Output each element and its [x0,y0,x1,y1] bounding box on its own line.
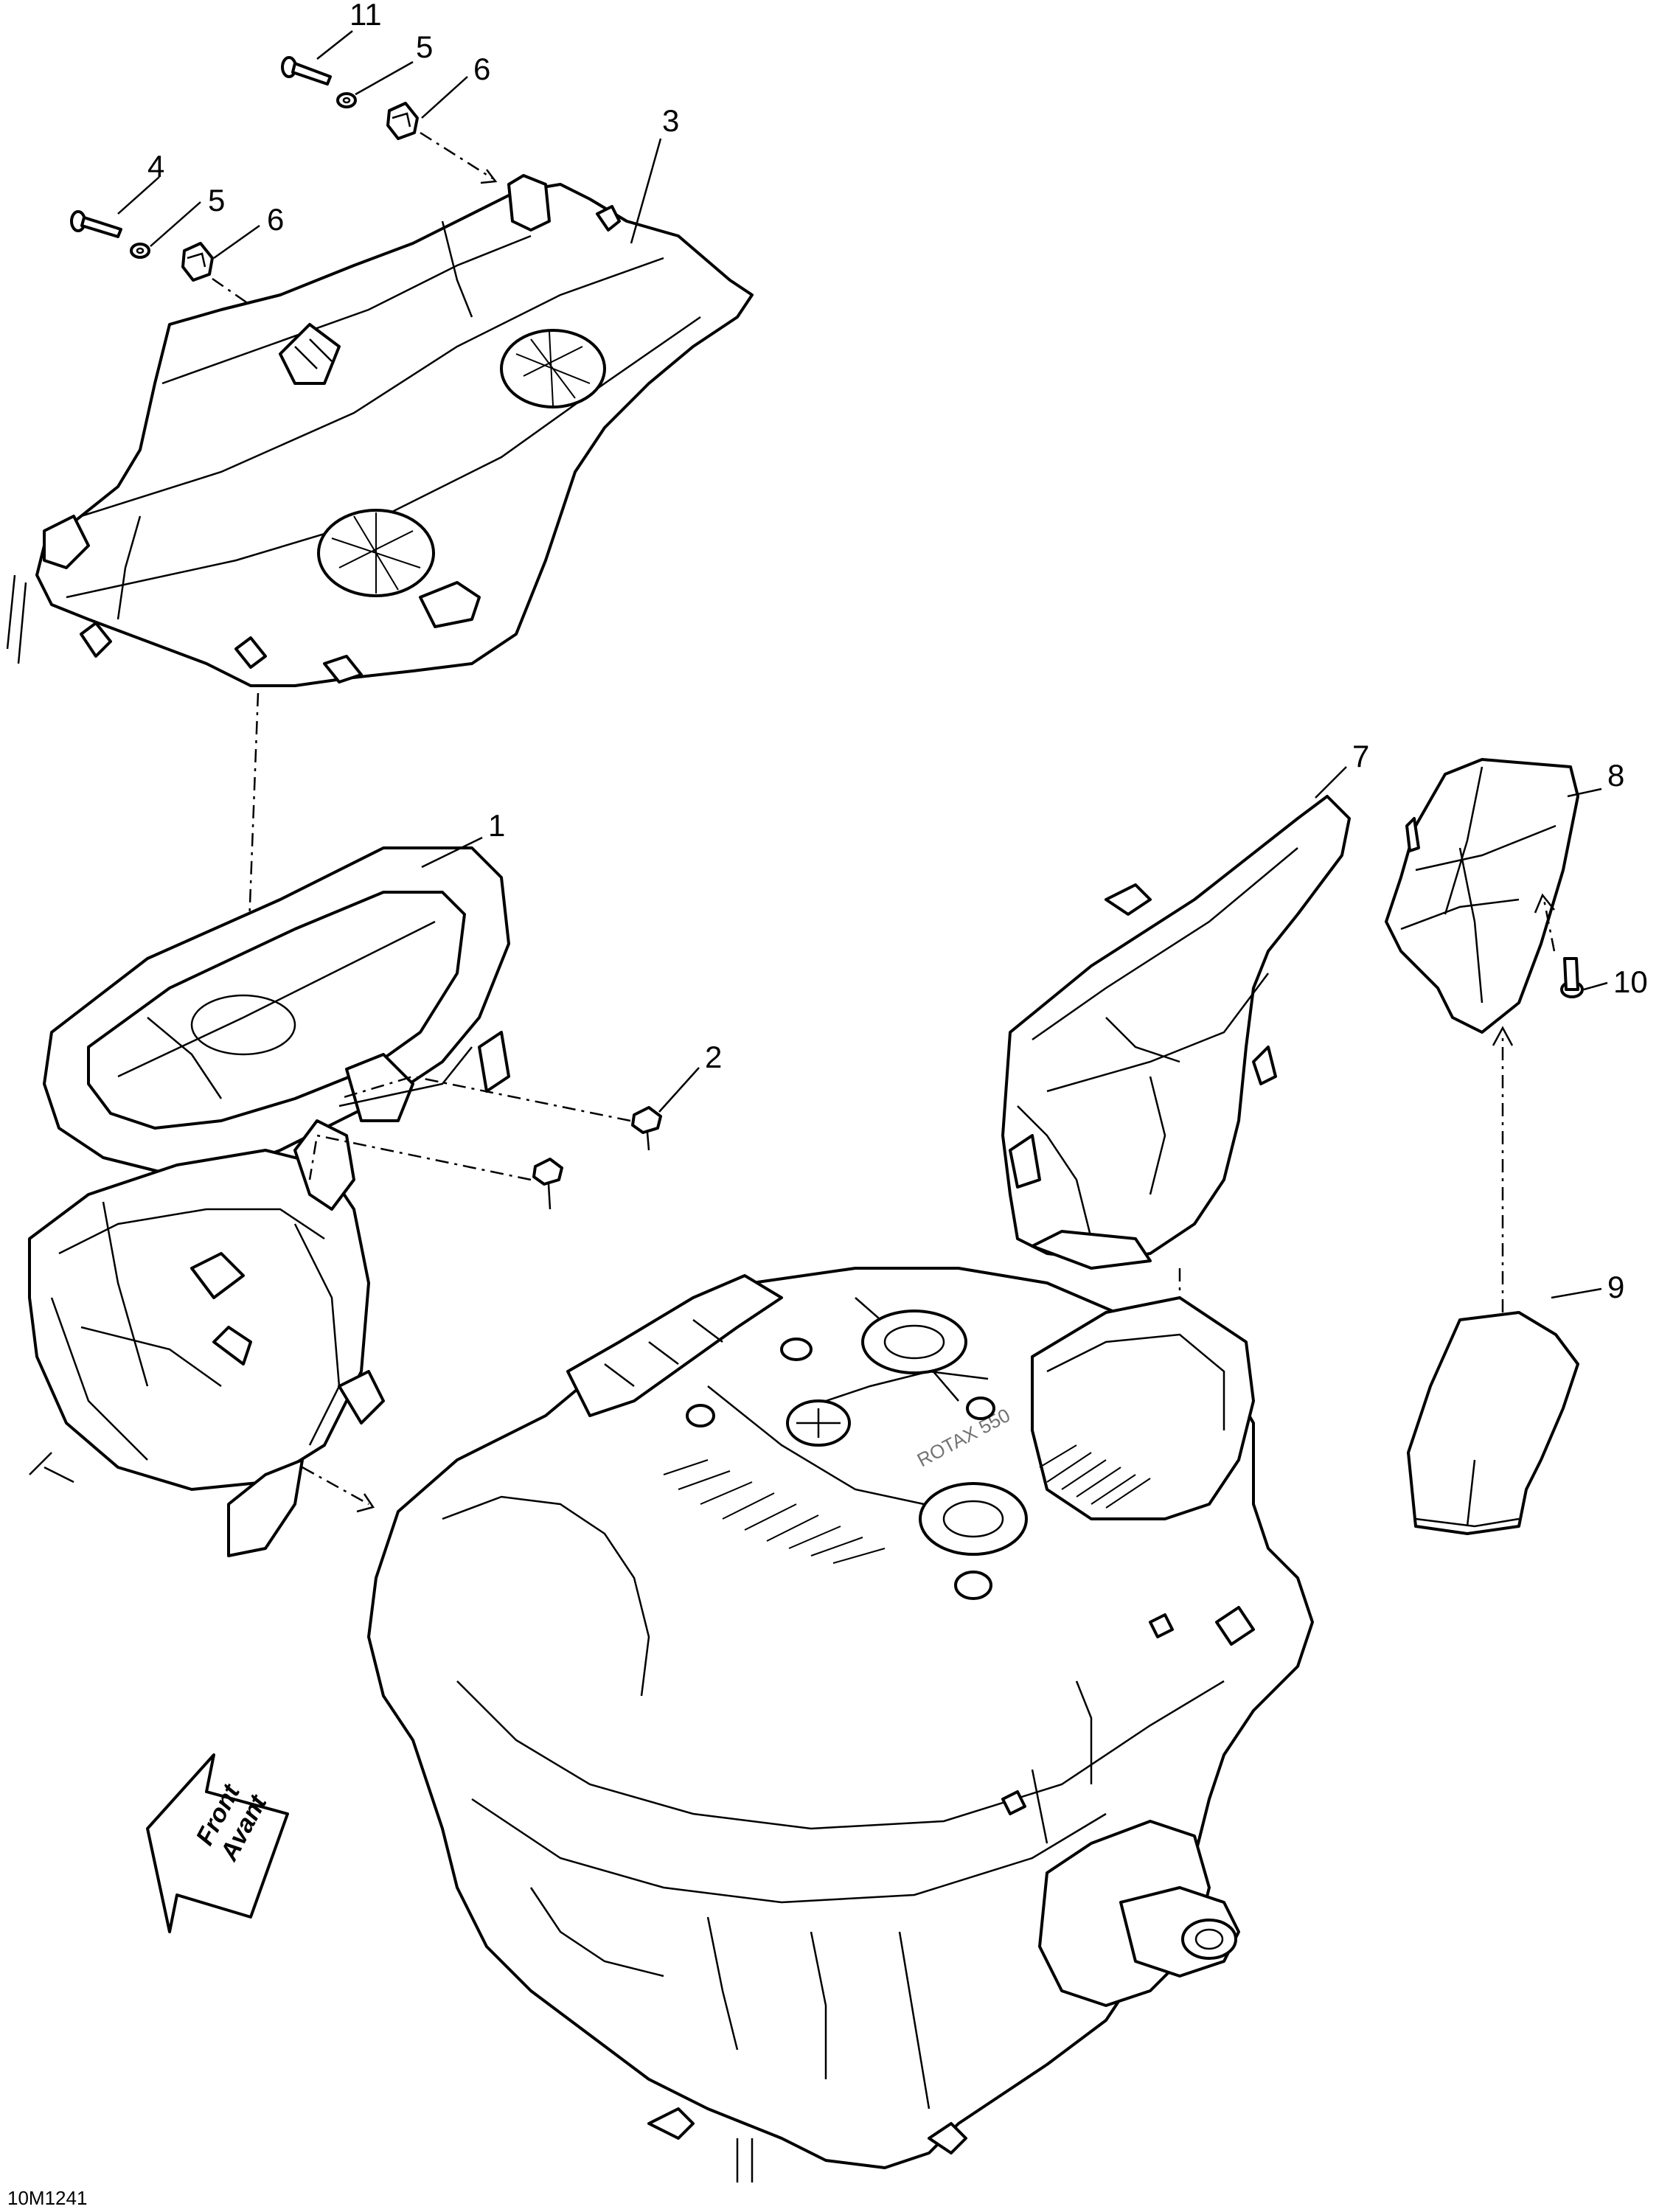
washer-5-left [130,243,150,259]
screw-11 [281,56,332,86]
engine-assembly [367,1267,1314,2183]
arrowhead-top [480,169,498,184]
fan-housing-part-1 [28,846,510,1557]
arrowhead-1-to-engine [356,1493,375,1513]
callout-leaders [117,30,1608,1299]
air-silencer-cover-part-3 [6,174,754,687]
nut-6-top [386,102,419,140]
callout-1: 1 [488,808,505,843]
callout-11: 11 [349,0,382,32]
callout-7: 7 [1352,739,1369,773]
callout-5-top: 5 [416,29,433,64]
air-intake-duct-part-7 [1001,795,1351,1270]
nut-6-left [181,242,214,282]
callout-5-left: 5 [208,183,225,218]
washer-5-top [336,92,357,108]
callout-4: 4 [147,149,164,184]
callout-8: 8 [1607,758,1624,793]
assembly-path-3-to-1 [246,692,260,981]
screw-2-a [631,1106,662,1151]
callout-3: 3 [662,103,679,138]
assembly-path-10-to-8 [1542,899,1556,952]
assembly-path-1-to-engine [302,1466,369,1506]
front-direction-arrow: Front Avant [146,1753,289,1933]
assembly-path-screw-2-a [338,1075,631,1122]
assembly-path-top-fasteners [420,131,493,180]
callout-2: 2 [705,1040,722,1074]
callout-6-top: 6 [473,52,490,86]
screw-4 [70,210,122,238]
screw-10 [1560,957,1584,998]
arrowhead-10-to-8 [1534,893,1555,914]
deflector-part-8 [1385,758,1579,1034]
screw-2-b [532,1158,563,1210]
callout-6-left: 6 [267,202,284,237]
fastener-group-top [70,56,498,338]
pad-part-9 [1407,1311,1579,1535]
callout-9: 9 [1607,1270,1624,1304]
drawing-code: 10M1241 [7,2187,87,2209]
callout-10: 10 [1613,964,1648,999]
arrowhead-9-to-8 [1492,1026,1514,1046]
